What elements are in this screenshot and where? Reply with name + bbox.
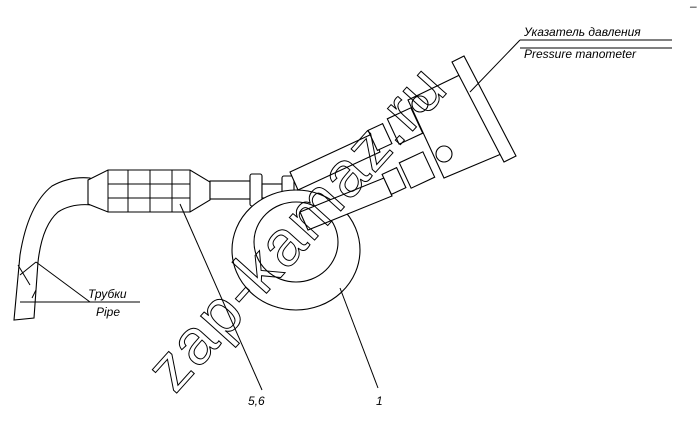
corner-mark: – bbox=[689, 0, 697, 13]
watermark: zap-kamaz.ru bbox=[132, 50, 461, 404]
pipe-label-en: Pipe bbox=[96, 305, 120, 319]
pressure-gauge bbox=[407, 55, 517, 179]
gauge-label-en: Pressure manometer bbox=[524, 47, 637, 61]
bent-pipe bbox=[13, 177, 93, 321]
callout-ring: 1 bbox=[376, 394, 383, 408]
callout-filter: 5,6 bbox=[248, 394, 265, 408]
filter-housing bbox=[87, 169, 211, 213]
gauge-label-ru: Указатель давления bbox=[523, 25, 641, 39]
gauge-tubes bbox=[289, 107, 436, 231]
leader-lines bbox=[20, 39, 672, 391]
pipe-label-ru: Трубки bbox=[88, 287, 127, 301]
